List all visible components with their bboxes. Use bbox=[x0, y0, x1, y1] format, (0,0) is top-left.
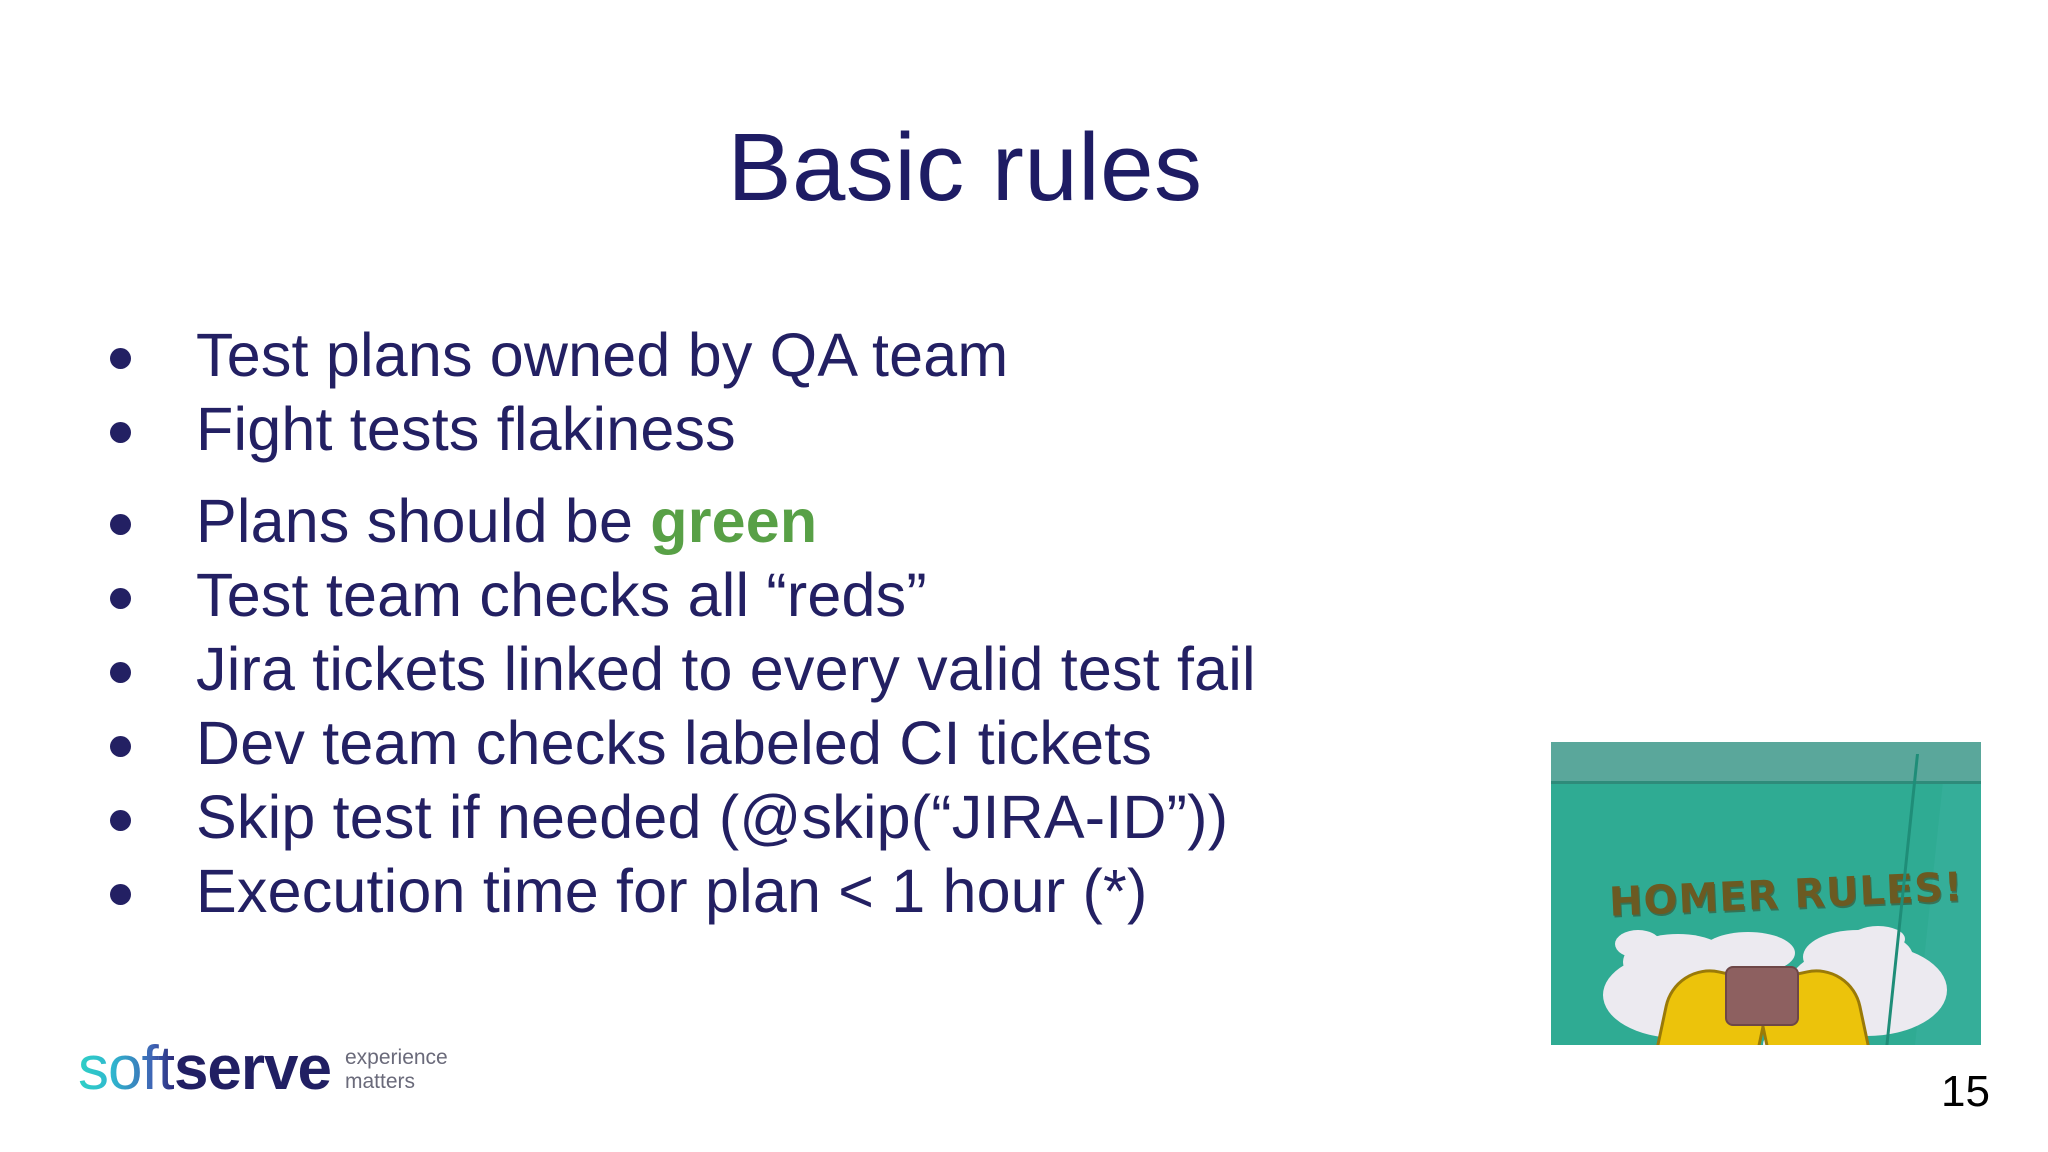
list-item-highlight-green: green bbox=[650, 487, 818, 555]
soap-bar bbox=[1725, 966, 1799, 1026]
bullet-dot-icon bbox=[110, 810, 131, 831]
bullet-dot-icon bbox=[110, 588, 131, 609]
graffiti-text: HOMER RULES! bbox=[1608, 864, 1965, 926]
list-item-text: Jira tickets linked to every valid test … bbox=[196, 635, 1256, 703]
page-title: Basic rules bbox=[727, 114, 1203, 221]
list-item: Test plans owned by QA team bbox=[96, 318, 1516, 392]
bullet-dot-icon bbox=[110, 422, 131, 443]
image-ceiling bbox=[1551, 742, 1981, 784]
list-item-text: Execution time for plan < 1 hour (*) bbox=[196, 857, 1148, 925]
logo-word-soft: soft bbox=[78, 1034, 175, 1103]
logo-tagline-line2: matters bbox=[345, 1070, 416, 1093]
homer-rules-image: HOMER RULES! bbox=[1551, 742, 1981, 1045]
list-item: Plans should be green bbox=[96, 484, 1516, 558]
list-item: Fight tests flakiness bbox=[96, 392, 1516, 466]
basic-rules-bullet-list: Test plans owned by QA team Fight tests … bbox=[96, 318, 1516, 928]
list-item-text: Fight tests flakiness bbox=[196, 395, 736, 463]
list-item-text: Test plans owned by QA team bbox=[196, 321, 1009, 389]
bullet-dot-icon bbox=[110, 348, 131, 369]
logo-word-serve: serve bbox=[173, 1034, 332, 1103]
list-item: Jira tickets linked to every valid test … bbox=[96, 632, 1516, 706]
list-item-text: Dev team checks labeled CI tickets bbox=[196, 709, 1153, 777]
image-wall: HOMER RULES! bbox=[1551, 784, 1981, 1045]
list-item: Dev team checks labeled CI tickets bbox=[96, 706, 1516, 780]
list-item-text: Skip test if needed (@skip(“JIRA-ID”)) bbox=[196, 783, 1229, 851]
list-item: Test team checks all “reds” bbox=[96, 558, 1516, 632]
list-item-text-prefix: Plans should be bbox=[196, 487, 651, 555]
bullet-dot-icon bbox=[110, 736, 131, 757]
bullet-dot-icon bbox=[110, 662, 131, 683]
bullet-dot-icon bbox=[110, 514, 131, 535]
logo-tagline-line1: experience bbox=[345, 1046, 448, 1069]
list-item: Skip test if needed (@skip(“JIRA-ID”)) bbox=[96, 780, 1516, 854]
page-number: 15 bbox=[1941, 1067, 1990, 1116]
foam-blob bbox=[1615, 930, 1661, 958]
logo-tagline: experience matters bbox=[345, 1046, 448, 1094]
list-item-text: Test team checks all “reds” bbox=[196, 561, 927, 629]
list-item: Execution time for plan < 1 hour (*) bbox=[96, 854, 1516, 928]
foam-blob bbox=[1903, 966, 1931, 984]
bullet-dot-icon bbox=[110, 884, 131, 905]
